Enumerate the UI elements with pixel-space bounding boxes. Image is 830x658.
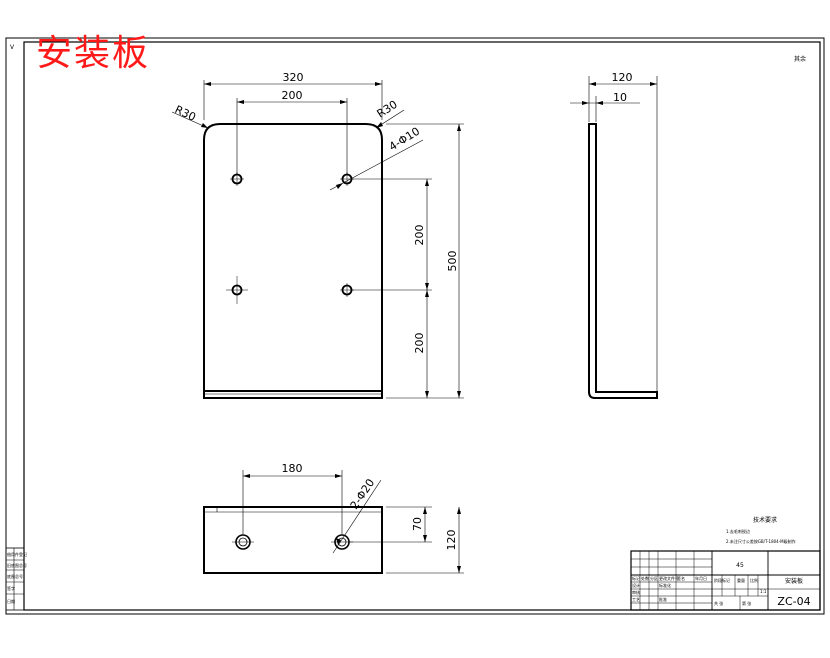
bend-line xyxy=(203,390,383,399)
hole-bottom-right xyxy=(340,283,354,297)
notes-line-1: 1.去毛刺锐边 xyxy=(726,528,750,534)
strip-label-3: 签字 xyxy=(7,585,15,591)
plate-outline xyxy=(203,123,383,398)
notes-heading: 技术要求 xyxy=(753,516,777,524)
dim-bottom-hole-spacing: 180 xyxy=(282,462,303,475)
hole-top-right xyxy=(340,172,354,186)
hole-bottom-left xyxy=(226,276,248,304)
drawing-title: 安装板 xyxy=(36,33,151,74)
tb-label-9: 工艺 xyxy=(632,597,640,602)
inner-frame xyxy=(23,41,821,611)
dim-vertical-upper: 200 xyxy=(413,225,426,246)
left-strip: 借用件登记 旧底图总号 底图总号 签字 日期 xyxy=(5,547,27,611)
hole-bottom-view-right xyxy=(331,534,353,550)
technical-notes: 技术要求 1.去毛刺锐边 2.未注尺寸公差按GB/T-1804-M级制作 xyxy=(726,516,796,544)
side-view: 120 10 xyxy=(570,71,658,399)
dim-flange: 120 xyxy=(612,71,633,84)
side-profile xyxy=(588,123,658,399)
bottom-outline xyxy=(203,506,383,574)
bottom-view: 180 2-Φ20 70 120 xyxy=(203,462,464,574)
tb-label-8: 审核 xyxy=(632,589,640,595)
strip-label-2: 底图总号 xyxy=(7,573,23,579)
tb-label-13: 比例 xyxy=(750,577,758,583)
corner-tick: V xyxy=(10,44,15,51)
strip-label-4: 日期 xyxy=(7,598,15,604)
outer-frame xyxy=(5,37,825,615)
dim-bottom-offset: 70 xyxy=(411,517,424,531)
tb-material: 45 xyxy=(736,562,744,569)
tb-label-14: 共 张 xyxy=(714,600,723,606)
dim-width: 320 xyxy=(283,71,304,84)
tb-scale: 1:1 xyxy=(760,589,767,594)
dim-height: 500 xyxy=(446,251,459,272)
tb-part-name: 安装板 xyxy=(785,577,803,585)
strip-label-1: 旧底图总号 xyxy=(7,562,27,568)
dim-radius-left: R30 xyxy=(173,103,198,124)
dim-vertical-lower: 200 xyxy=(413,333,426,354)
tb-label-15: 第 张 xyxy=(742,600,751,606)
tb-label-7: 标准化 xyxy=(659,582,671,588)
tb-label-1: 处数 xyxy=(641,575,649,581)
hole-bottom-view-left xyxy=(232,534,254,550)
tb-label-6: 设计 xyxy=(632,582,640,588)
corner-mark: 其余 xyxy=(794,55,806,63)
notes-line-2: 2.未注尺寸公差按GB/T-1804-M级制作 xyxy=(726,538,796,544)
strip-label-0: 借用件登记 xyxy=(7,551,27,557)
tb-label-12: 重量 xyxy=(737,577,745,583)
dim-thickness: 10 xyxy=(613,91,627,104)
hole-top-left xyxy=(230,172,244,186)
title-block: 标记 处数 分区 更改文件号 签名 年月日 设计 标准化 审核 工艺 批准 阶段… xyxy=(630,550,821,611)
tb-label-3: 更改文件号 xyxy=(659,575,679,581)
tb-label-11: 阶段标记 xyxy=(714,577,730,583)
tb-label-4: 签名 xyxy=(677,575,685,581)
tb-drawing-number: ZC-04 xyxy=(777,595,810,608)
tb-label-0: 标记 xyxy=(632,575,640,581)
front-view: 320 200 R30 R30 4-Φ10 500 200 xyxy=(171,71,464,399)
tb-label-2: 分区 xyxy=(650,575,658,581)
tb-label-5: 年月日 xyxy=(695,575,707,581)
dim-bottom-height: 120 xyxy=(445,530,458,551)
dim-hole-spacing: 200 xyxy=(282,89,303,102)
dim-radius-right: R30 xyxy=(375,98,400,121)
tb-label-10: 批准 xyxy=(659,596,667,602)
hole-callout: 4-Φ10 xyxy=(387,125,422,154)
